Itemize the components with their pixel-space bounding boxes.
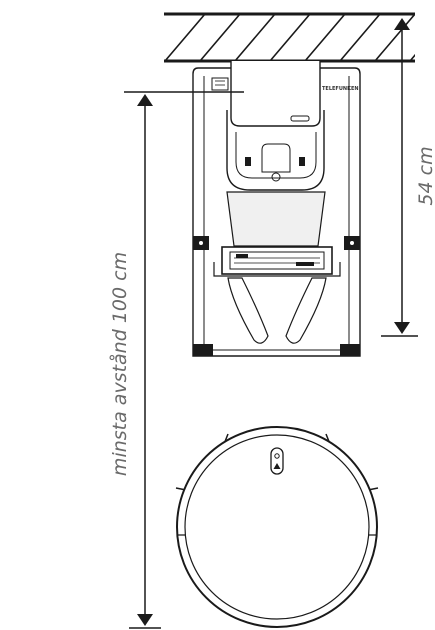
depth-label: 54 cm — [415, 146, 435, 205]
arrow-up-icon — [394, 18, 410, 30]
arrow-down-icon — [137, 614, 153, 626]
brand-logo: TELEFUNKEN — [322, 86, 359, 92]
depth-dimension — [381, 18, 418, 337]
min-distance-label: minsta avstånd 100 cm — [108, 252, 131, 476]
arrow-up-icon — [137, 94, 153, 106]
robot-vacuum-icon — [175, 426, 379, 628]
min-distance-dimension — [124, 91, 244, 629]
wall-hatch-icon — [164, 12, 415, 63]
arrow-down-icon — [394, 322, 410, 334]
charging-dock-icon — [192, 61, 361, 357]
